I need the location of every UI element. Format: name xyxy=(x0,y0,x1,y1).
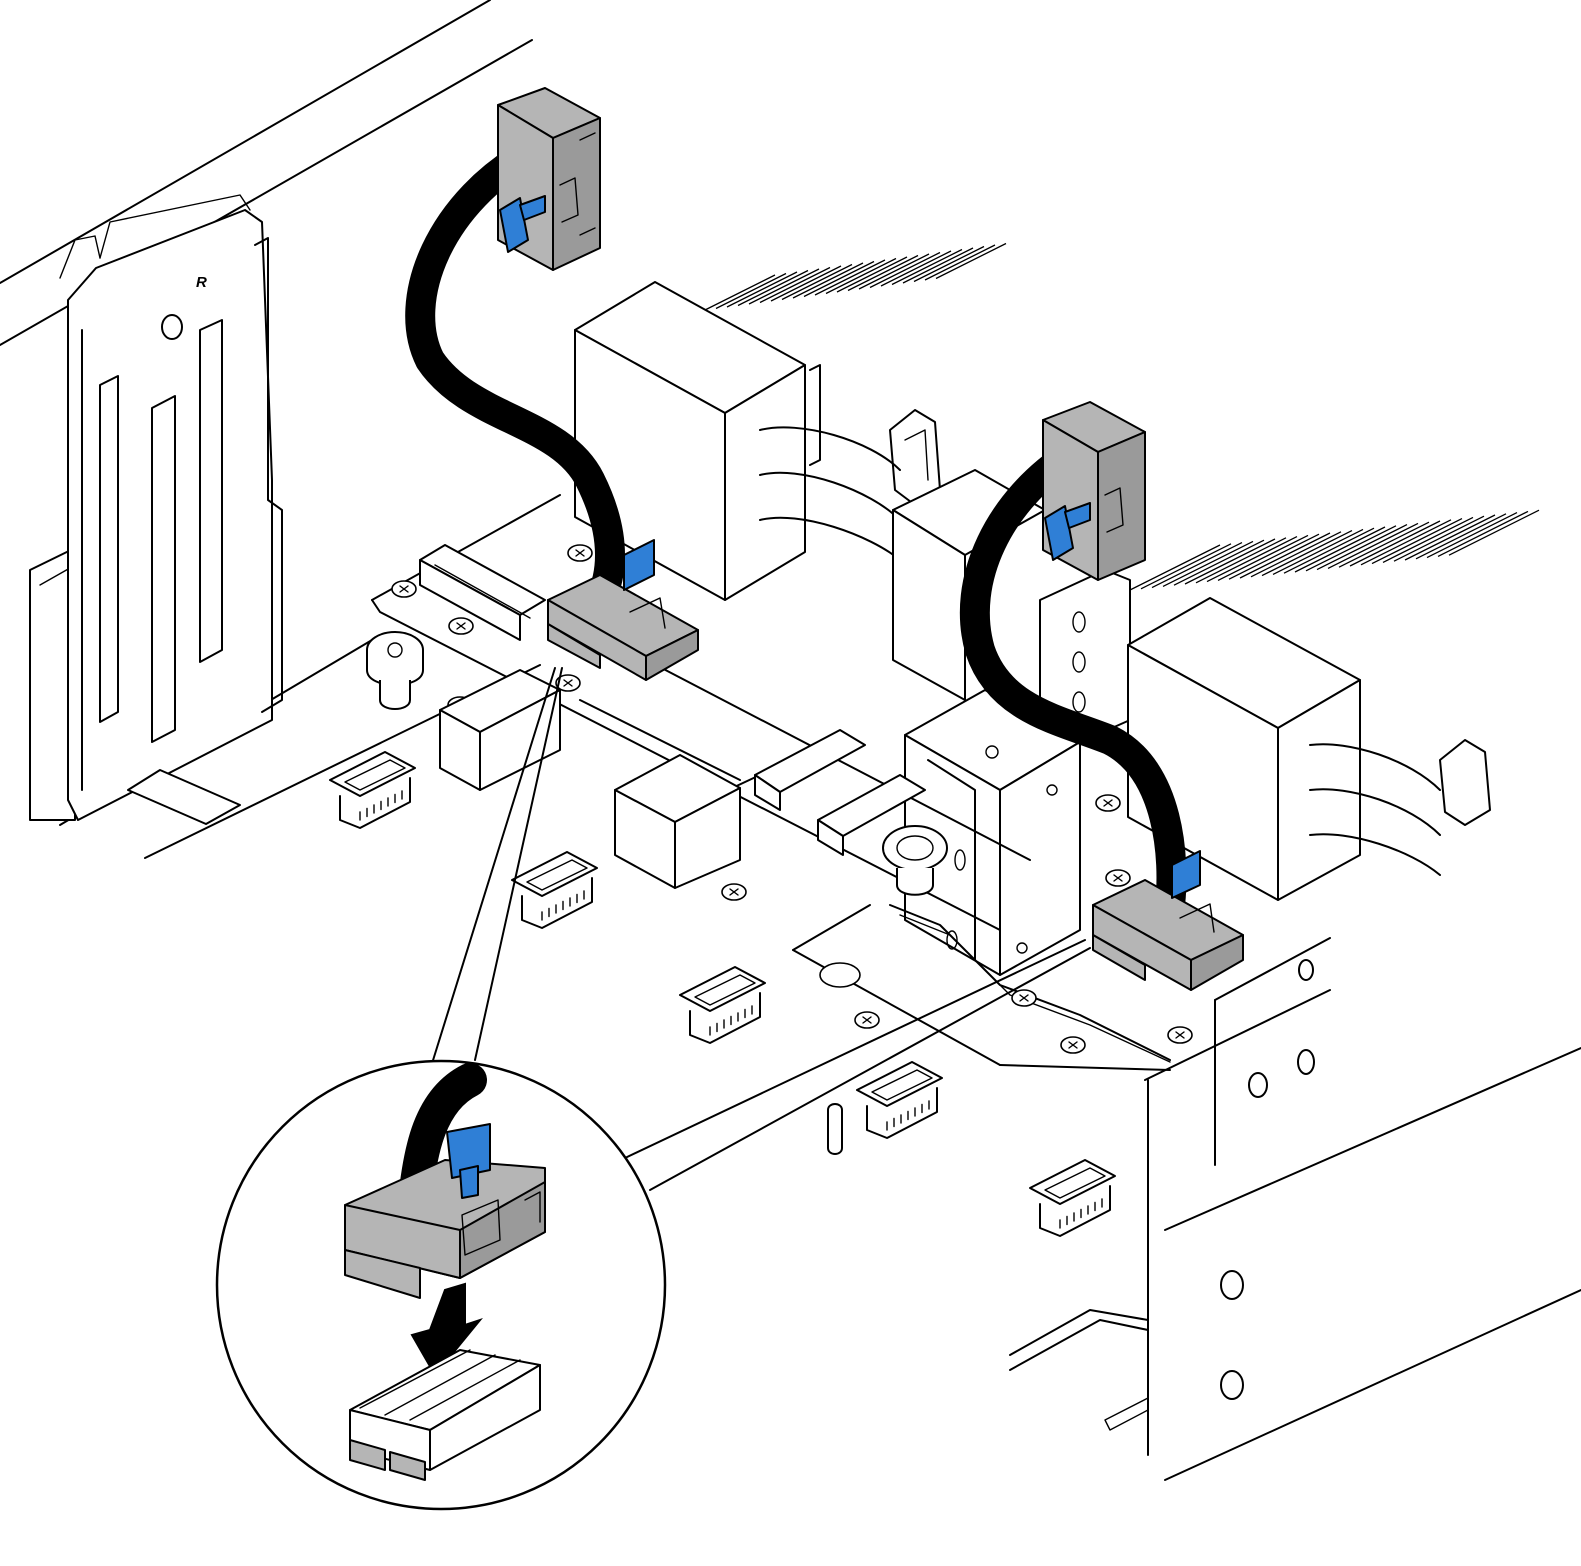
heatsink-fins-front xyxy=(1129,509,1540,591)
heatsink-fin xyxy=(1371,518,1463,565)
heatsink-fin xyxy=(770,265,842,302)
board-header-connector xyxy=(511,851,598,929)
heatsink-fin xyxy=(759,266,831,304)
heatsink-fin xyxy=(1294,526,1386,573)
board-screw xyxy=(555,674,581,692)
board-header-connector xyxy=(1029,1159,1116,1237)
detail-callout-circle xyxy=(215,1059,667,1511)
detail-callout-pointer xyxy=(429,667,1091,1191)
cable-left-plug-unplugged[interactable] xyxy=(497,87,601,271)
heatsink-fin xyxy=(1316,524,1408,571)
heatsink-fin xyxy=(1349,520,1441,567)
signal-cable-right xyxy=(959,401,1244,991)
board-screw xyxy=(567,544,593,562)
board-header-connector xyxy=(856,1061,943,1139)
heatsink-fin xyxy=(1151,542,1243,589)
thumbscrew xyxy=(366,631,424,710)
heatsink-fin xyxy=(737,269,809,307)
heatsink-fin xyxy=(803,260,875,298)
heatsink-fin xyxy=(792,262,864,299)
board-screw xyxy=(448,617,474,635)
heatsink-fin xyxy=(781,263,853,301)
board-slot-connectors xyxy=(754,729,926,856)
detail-plug xyxy=(344,1123,546,1299)
detail-pull-tab[interactable] xyxy=(446,1123,491,1179)
chassis-floor-rail xyxy=(127,769,241,825)
heatsink-fin xyxy=(1173,539,1265,586)
heatsink-fin xyxy=(1305,525,1397,572)
signal-cable-left xyxy=(405,87,699,681)
heatsink-fin xyxy=(1283,527,1375,574)
heatsink-fin xyxy=(1195,537,1287,584)
board-pin xyxy=(827,1103,843,1155)
board-screw xyxy=(1011,989,1037,1007)
cable-right-plug-seated xyxy=(1092,850,1244,991)
riser-slot-connector xyxy=(419,544,546,641)
down-arrow-icon xyxy=(410,1282,483,1377)
heatsink-fin xyxy=(1404,514,1496,561)
board-screw xyxy=(1095,794,1121,812)
cable-left-pull-tab-bottom[interactable] xyxy=(623,539,655,591)
heatsink-fin xyxy=(1261,530,1353,577)
heatsink-fin xyxy=(1437,510,1529,557)
heatsink-fin xyxy=(726,271,798,308)
heatsink-fin xyxy=(836,256,908,293)
center-mount-bracket xyxy=(904,689,1081,976)
heatsink-fin xyxy=(1129,544,1221,591)
cable-right-plug-unplugged[interactable] xyxy=(1042,401,1146,581)
board-screw xyxy=(854,1011,880,1029)
heatsink-fin xyxy=(858,253,930,290)
chassis-marking-label: R xyxy=(196,274,207,291)
heatsink-fin xyxy=(1250,531,1342,578)
heatsink-fin xyxy=(935,242,1007,280)
heatsink-fin xyxy=(1228,533,1320,580)
heatsink-fin xyxy=(1217,534,1309,581)
detail-board-connector xyxy=(349,1349,541,1481)
heatsink-fins-rear xyxy=(704,242,1007,311)
chassis-right-wall xyxy=(1009,937,1581,1481)
heatsink-fin xyxy=(924,244,996,281)
heatsink-fin xyxy=(880,250,952,287)
heatsink-fin xyxy=(1239,532,1331,579)
heatsink-fin xyxy=(902,247,974,284)
heatsink-fin xyxy=(869,251,941,289)
heatsink-fin xyxy=(1360,519,1452,566)
riser-bracket: R xyxy=(29,194,283,821)
heatsink-fin xyxy=(814,259,886,296)
board-screw xyxy=(721,883,747,901)
power-connector-small xyxy=(439,669,561,791)
board-standoff xyxy=(882,825,948,896)
board-screw xyxy=(391,580,417,598)
board-screws xyxy=(391,544,1193,1054)
cable-right-pull-tab-bottom[interactable] xyxy=(1171,850,1201,899)
board-header-connector xyxy=(329,751,416,829)
power-connector-large xyxy=(614,754,741,889)
heatsink-fin xyxy=(1393,515,1485,562)
heatsink-fin xyxy=(1382,516,1474,563)
heatsink-fin xyxy=(748,268,820,305)
board-header-connector xyxy=(679,966,766,1044)
heatsink-fin xyxy=(1184,538,1276,585)
heatsink-fin xyxy=(1338,521,1430,568)
heatsink-fin xyxy=(1327,522,1419,569)
heatsink-fin xyxy=(1140,543,1232,590)
heatsink-fin xyxy=(1415,513,1507,560)
heatsink-fin xyxy=(1162,540,1254,587)
heatsink-fin xyxy=(715,272,787,310)
heatsink-fin xyxy=(913,245,985,283)
heatsink-fin xyxy=(1426,512,1518,559)
board-screw xyxy=(1105,869,1131,887)
heatsink-fin xyxy=(825,257,897,295)
heatsink-fin xyxy=(847,254,919,292)
board-screw xyxy=(1060,1036,1086,1054)
heatsink-fin xyxy=(1448,509,1540,556)
heatsink-fin xyxy=(1272,528,1364,575)
heatsink-fin xyxy=(1206,536,1298,583)
heatsink-fin xyxy=(704,274,776,311)
cable-left-plug-seated xyxy=(547,539,699,681)
board-screw xyxy=(1167,1026,1193,1044)
board-header-connectors xyxy=(329,751,1116,1237)
heatsink-fin xyxy=(891,248,963,286)
